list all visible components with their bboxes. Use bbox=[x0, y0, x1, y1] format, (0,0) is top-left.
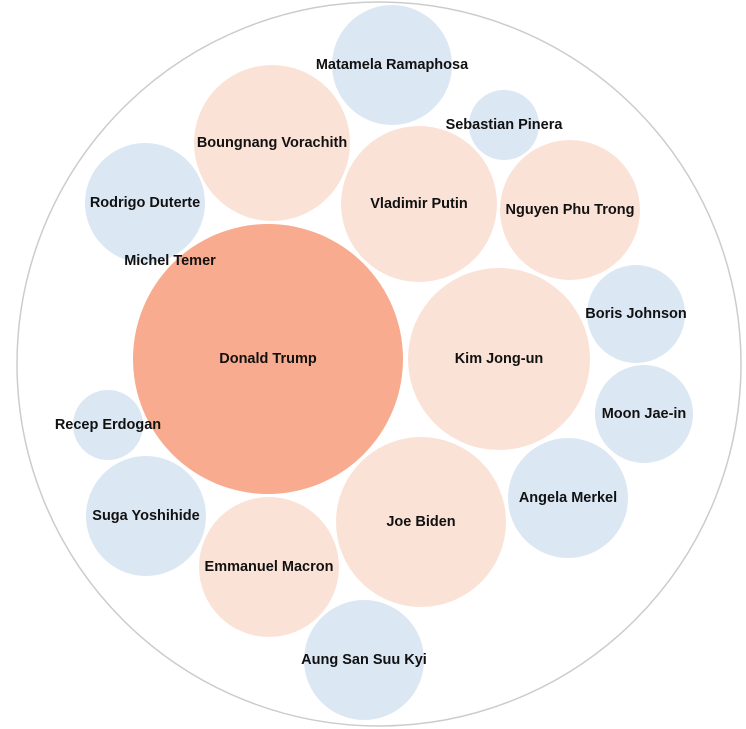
bubble-suga-yoshihide bbox=[86, 456, 206, 576]
bubble-angela-merkel bbox=[508, 438, 628, 558]
bubble-donald-trump bbox=[133, 224, 403, 494]
bubble-label-joe-biden: Joe Biden bbox=[386, 514, 455, 530]
bubble-label-recep-erdogan: Recep Erdogan bbox=[55, 417, 161, 433]
bubble-label-emmanuel-macron: Emmanuel Macron bbox=[205, 559, 334, 575]
bubble-sebastian-pinera bbox=[469, 90, 539, 160]
bubble-rodrigo-duterte bbox=[85, 143, 205, 263]
bubble-moon-jae-in bbox=[595, 365, 693, 463]
bubble-boris-johnson bbox=[587, 265, 685, 363]
bubble-label-vladimir-putin: Vladimir Putin bbox=[370, 196, 468, 212]
bubble-emmanuel-macron bbox=[199, 497, 339, 637]
bubble-recep-erdogan bbox=[73, 390, 143, 460]
bubble-label-sebastian-pinera: Sebastian Pinera bbox=[446, 117, 564, 133]
bubble-label-aung-san-suu-kyi: Aung San Suu Kyi bbox=[301, 652, 427, 668]
bubble-layer bbox=[73, 5, 693, 720]
bubble-label-donald-trump: Donald Trump bbox=[219, 351, 317, 367]
bubble-label-nguyen-phu-trong: Nguyen Phu Trong bbox=[506, 202, 635, 218]
bubble-label-moon-jae-in: Moon Jae-in bbox=[602, 406, 687, 422]
bubble-label-suga-yoshihide: Suga Yoshihide bbox=[92, 508, 199, 524]
bubble-boungnang-vorachith bbox=[194, 65, 350, 221]
container-circle bbox=[16, 1, 742, 727]
bubble-vladimir-putin bbox=[341, 126, 497, 282]
bubble-joe-biden bbox=[336, 437, 506, 607]
bubble-nguyen-phu-trong bbox=[500, 140, 640, 280]
bubble-label-kim-jong-un: Kim Jong-un bbox=[455, 351, 544, 367]
bubble-matamela-ramaphosa bbox=[332, 5, 452, 125]
bubble-label-matamela-ramaphosa: Matamela Ramaphosa bbox=[316, 57, 469, 73]
bubble-label-boris-johnson: Boris Johnson bbox=[585, 306, 687, 322]
bubble-label-rodrigo-duterte: Rodrigo Duterte bbox=[90, 195, 200, 211]
bubble-label-angela-merkel: Angela Merkel bbox=[519, 490, 617, 506]
bubble-aung-san-suu-kyi bbox=[304, 600, 424, 720]
bubble-label-boungnang-vorachith: Boungnang Vorachith bbox=[197, 135, 347, 151]
bubble-label-michel-temer: Michel Temer bbox=[124, 253, 216, 269]
bubble-kim-jong-un bbox=[408, 268, 590, 450]
